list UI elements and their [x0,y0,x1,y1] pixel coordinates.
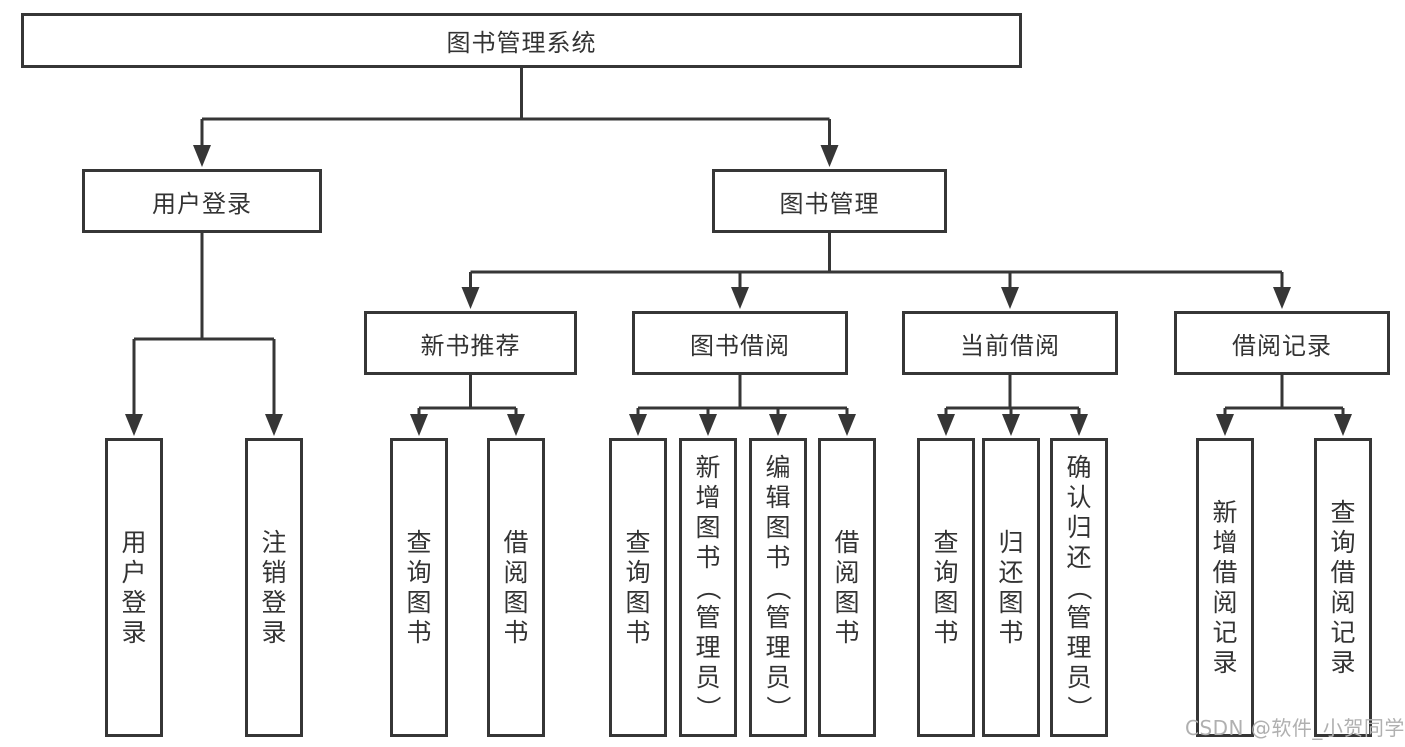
leaf-search-books-borrowing: 查询图书 [609,438,667,737]
arrowhead-icon [629,414,647,436]
leaf-return-books: 归还图书 [982,438,1040,737]
leaf-add-borrow-record: 新增借阅记录 [1196,438,1254,737]
node-library-management-system: 图书管理系统 [21,13,1022,68]
arrowhead-icon [699,414,717,436]
edge-root-to-level2 [200,68,831,147]
arrowhead-icon [838,414,856,436]
arrowhead-icon [1070,414,1088,436]
node-user-login: 用户登录 [82,169,322,233]
leaf-add-books-admin: 新增图书（管理员） [679,438,737,737]
arrowhead-icon [937,414,955,436]
leaf-confirm-return-admin: 确认归还（管理员） [1050,438,1108,737]
arrowhead-icon [410,414,428,436]
node-new-book-recommend: 新书推荐 [364,311,577,375]
node-label: 借阅记录 [1232,331,1332,360]
node-label: 新书推荐 [420,331,521,360]
arrowhead-icon [1216,414,1234,436]
edge-borrow-records-to-leaves [1223,375,1345,416]
edge-user-login-to-leaves [132,233,276,416]
csdn-watermark: CSDN @软件_小贺同学 [1185,716,1405,740]
edge-book-borrow-to-leaves [636,375,849,416]
arrowhead-icon [461,287,480,309]
node-current-borrowing: 当前借阅 [902,311,1118,375]
leaf-logout-login: 注销登录 [245,438,303,737]
node-label: 图书管理系统 [446,29,597,57]
leaf-search-borrow-record: 查询借阅记录 [1314,438,1372,737]
node-label: 当前借阅 [960,331,1060,360]
leaf-search-books-recommend: 查询图书 [390,438,448,737]
leaf-search-books-current: 查询图书 [917,438,975,737]
edge-new-book-to-leaves [417,375,518,416]
node-label: 图书管理 [779,189,880,218]
leaf-user-login: 用户登录 [105,438,163,737]
arrowhead-icon [731,287,749,309]
arrowhead-icon [1002,414,1020,436]
arrowhead-icon [1001,287,1019,309]
edge-current-borrow-to-leaves [944,375,1081,416]
node-book-management: 图书管理 [712,169,947,233]
arrowhead-icon [193,145,211,167]
leaf-borrow-books-recommend: 借阅图书 [487,438,545,737]
arrowhead-icon [507,414,525,436]
node-borrowing-records: 借阅记录 [1174,311,1390,375]
edge-book-mgmt-to-level3 [469,233,1284,289]
node-label: 用户登录 [152,189,252,218]
arrowhead-icon [820,145,839,167]
arrowhead-icon [125,414,143,436]
leaf-edit-books-admin: 编辑图书（管理员） [749,438,807,737]
node-label: 图书借阅 [690,331,790,360]
node-book-borrowing: 图书借阅 [632,311,848,375]
arrowhead-icon [769,414,787,436]
arrowhead-icon [265,414,283,436]
arrowhead-icon [1334,414,1352,436]
arrowhead-icon [1273,287,1291,309]
leaf-borrow-books: 借阅图书 [818,438,876,737]
